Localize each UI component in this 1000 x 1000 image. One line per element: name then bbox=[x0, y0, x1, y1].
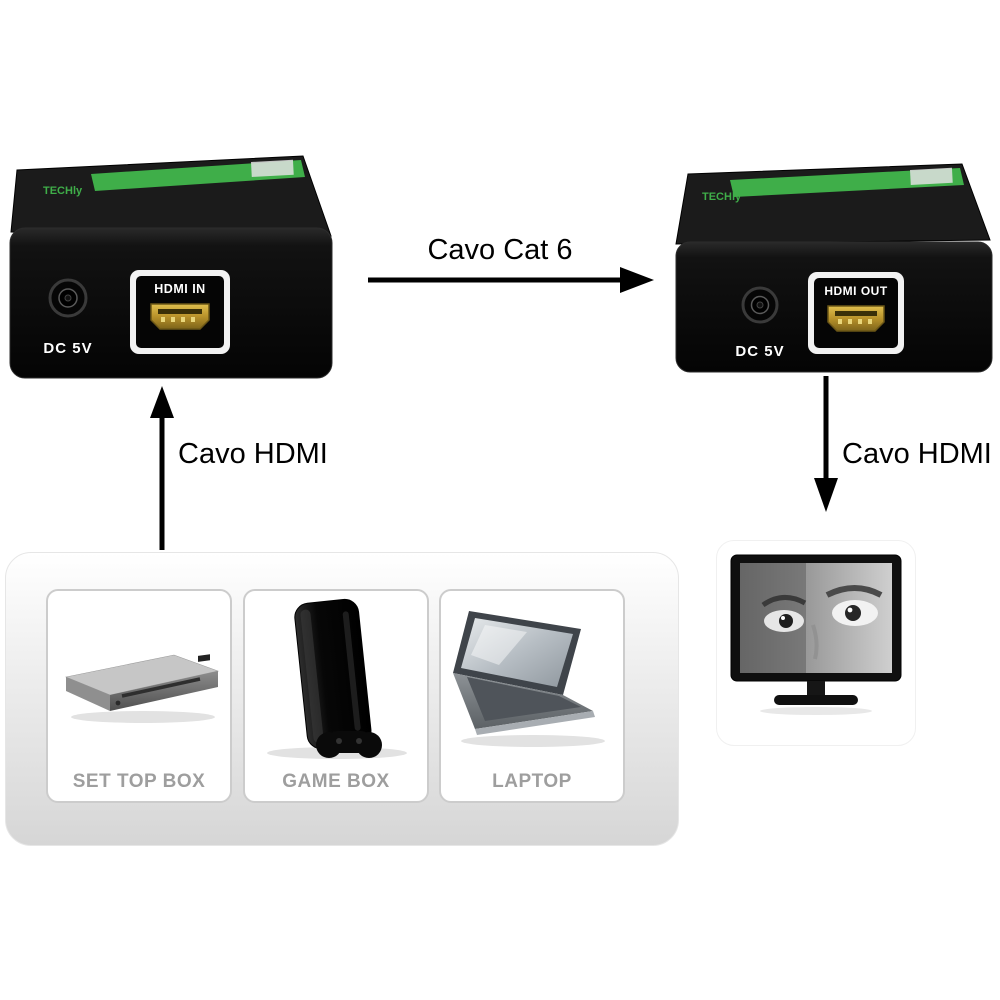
laptop-card: LAPTOP bbox=[439, 589, 625, 803]
right-power-label: DC 5V bbox=[735, 343, 784, 360]
game-controller-icon bbox=[316, 731, 382, 758]
game-box-icon bbox=[267, 598, 407, 759]
hdmi-in-port: HDMI IN bbox=[130, 270, 230, 354]
left-hdmi-arrow bbox=[150, 386, 174, 550]
laptop-icon bbox=[453, 611, 605, 747]
left-hdmi-cable-label: Cavo HDMI bbox=[178, 438, 328, 470]
left-box-sticker bbox=[251, 159, 294, 177]
tv-screen-image bbox=[740, 563, 883, 673]
set-top-box-icon bbox=[64, 654, 220, 723]
right-hdmi-cable-label: Cavo HDMI bbox=[842, 438, 992, 470]
hdmi-out-port: HDMI OUT bbox=[808, 272, 904, 354]
tv-display-card bbox=[716, 540, 916, 746]
laptop-label: LAPTOP bbox=[492, 771, 572, 792]
left-extender-box: TECHly DC 5V HDMI IN bbox=[9, 155, 333, 379]
hdmi-in-connector-icon bbox=[150, 303, 210, 330]
left-box-brand-logo: TECHly bbox=[43, 185, 83, 197]
right-hdmi-arrow bbox=[814, 376, 838, 512]
hdmi-out-connector-icon bbox=[827, 305, 885, 332]
right-extender-box: TECHly DC 5V HDMI OUT bbox=[675, 163, 993, 373]
set-top-box-label: SET TOP BOX bbox=[72, 771, 206, 792]
hdmi-in-port-label: HDMI IN bbox=[154, 282, 205, 296]
right-power-jack-icon bbox=[741, 286, 779, 324]
cat6-cable-label: Cavo Cat 6 bbox=[427, 234, 573, 266]
tv-icon bbox=[730, 554, 902, 715]
set-top-box-card: SET TOP BOX bbox=[46, 589, 232, 803]
game-box-card: GAME BOX bbox=[243, 589, 429, 803]
left-power-jack-icon bbox=[48, 278, 88, 318]
source-devices-panel: SET TOP BOX bbox=[5, 552, 679, 846]
cat6-arrow bbox=[368, 267, 654, 293]
right-box-green-stripe bbox=[730, 168, 964, 197]
right-box-brand-logo: TECHly bbox=[702, 191, 742, 203]
game-box-label: GAME BOX bbox=[282, 771, 390, 792]
left-power-label: DC 5V bbox=[43, 340, 92, 357]
right-box-sticker bbox=[910, 167, 953, 185]
hdmi-out-port-label: HDMI OUT bbox=[824, 284, 887, 298]
